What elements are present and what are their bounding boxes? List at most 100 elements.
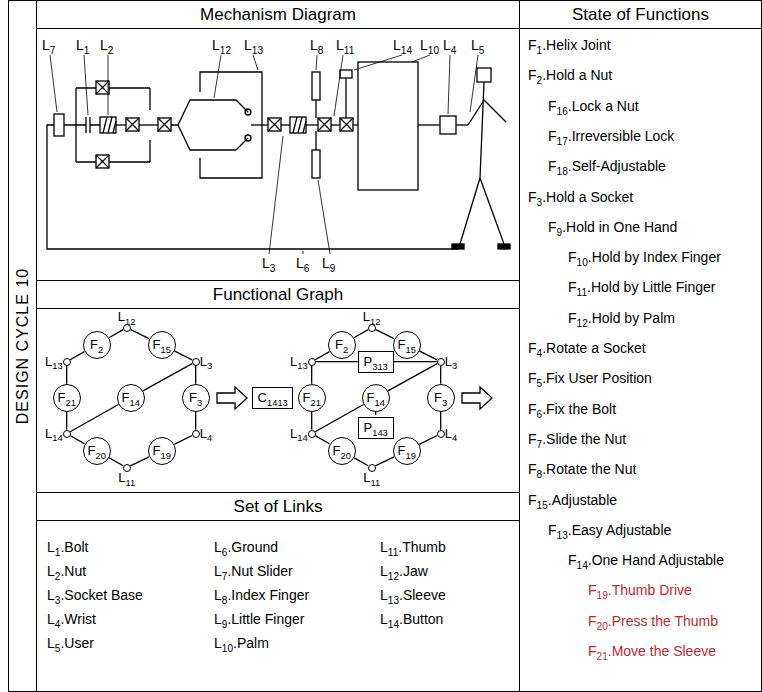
- graph-edge: [354, 458, 368, 466]
- function-label: F20: [333, 444, 351, 458]
- panel-heading: Mechanism Diagram: [37, 1, 519, 29]
- graph-vertex: L13: [63, 358, 71, 366]
- link-item: L1.Bolt: [47, 539, 88, 555]
- operation-box: C1413: [252, 387, 293, 409]
- graph-edge: [375, 329, 394, 338]
- link-item: L9.Little Finger: [214, 611, 304, 627]
- link-item: L12.Jaw: [380, 563, 428, 579]
- function-label: F14: [367, 391, 385, 405]
- graph-edge: [130, 329, 149, 338]
- vertex-label: L11: [118, 471, 135, 486]
- cycle-label: DESIGN CYCLE 10: [13, 268, 31, 424]
- callout-label: L11: [336, 37, 354, 53]
- function-item: F9.Hold in One Hand: [548, 219, 677, 235]
- panel-heading: Functional Graph: [37, 281, 519, 309]
- operation-box: P313: [358, 351, 394, 373]
- graph-edge: [70, 405, 118, 432]
- vertex-label: L3: [200, 354, 212, 369]
- function-label: F20: [88, 444, 106, 458]
- graph-edge: [70, 352, 84, 360]
- graph-vertex: L14: [63, 430, 71, 438]
- graph-vertex: L11: [368, 464, 376, 472]
- function-node: F14: [362, 384, 390, 412]
- vertex-label: L4: [445, 426, 457, 441]
- graph-edge: [130, 457, 149, 466]
- graph-vertex: L3: [192, 358, 200, 366]
- graph-edge: [419, 435, 437, 444]
- callout-label: L14: [393, 37, 412, 53]
- callout-label: L13: [244, 37, 263, 53]
- graph-edge: [375, 457, 394, 466]
- graph-edge: [354, 330, 368, 338]
- callout-label: L6: [296, 255, 309, 271]
- function-label: F14: [122, 391, 140, 405]
- graph-edge: [174, 351, 192, 360]
- vertex-label: L12: [363, 310, 381, 325]
- function-item: F13.Easy Adjustable: [548, 522, 671, 538]
- graph-vertex: L12: [123, 324, 131, 332]
- graph-vertex: L4: [192, 430, 200, 438]
- function-item: F21.Move the Sleeve: [588, 643, 716, 659]
- function-node: F19: [393, 437, 421, 465]
- function-item: F5.Fix User Position: [528, 370, 652, 386]
- function-label: F21: [58, 391, 76, 405]
- function-item: F18.Self-Adjustable: [548, 158, 666, 174]
- function-label: F19: [398, 444, 416, 458]
- function-item: F19.Thumb Drive: [588, 582, 692, 598]
- link-item: L8.Index Finger: [214, 587, 309, 603]
- callout-label: L7: [42, 37, 55, 53]
- function-item: F1.Helix Joint: [528, 37, 611, 53]
- graph-edge: [315, 405, 363, 432]
- graph-edge: [66, 366, 67, 384]
- function-label: F2: [90, 338, 103, 352]
- graph-edge: [109, 458, 123, 466]
- function-node: F14: [117, 384, 145, 412]
- function-item: F11.Hold by Little Finger: [568, 279, 715, 295]
- graph-edge: [195, 366, 196, 384]
- graph-edge: [419, 351, 437, 360]
- callout-label: L4: [443, 37, 456, 53]
- function-label: F2: [335, 338, 348, 352]
- link-item: L3.Socket Base: [47, 587, 143, 603]
- graph-panel: Functional GraphL12L13L3L14L4L11F2F15F21…: [36, 280, 520, 493]
- link-item: L14.Button: [380, 611, 443, 627]
- callout-label: L3: [262, 255, 275, 271]
- callout-label: L9: [322, 255, 335, 271]
- function-item: F8.Rotate the Nut: [528, 461, 636, 477]
- callout-label: L10: [420, 37, 439, 53]
- leader-lines: [50, 55, 478, 254]
- graph-edge: [315, 352, 329, 360]
- graph-vertex: L13: [308, 358, 316, 366]
- link-item: L5.User: [47, 635, 94, 651]
- callout-label: L12: [212, 37, 231, 53]
- function-item: F4.Rotate a Socket: [528, 340, 646, 356]
- function-node: F15: [393, 331, 421, 359]
- function-node: F20: [328, 437, 356, 465]
- graph-edge: [316, 361, 358, 362]
- function-node: F20: [83, 437, 111, 465]
- function-node: F3: [182, 384, 210, 412]
- function-node: F21: [53, 384, 81, 412]
- function-item: F16.Lock a Nut: [548, 98, 639, 114]
- graph-vertex: L14: [308, 430, 316, 438]
- link-item: L13.Sleeve: [380, 587, 446, 603]
- graph-edge: [440, 412, 441, 430]
- panel-heading: State of Functions: [520, 1, 761, 29]
- function-item: F15.Adjustable: [528, 492, 617, 508]
- graph-edge: [174, 435, 192, 444]
- function-node: F3: [427, 384, 455, 412]
- link-item: L6.Ground: [214, 539, 278, 555]
- link-item: L11.Thumb: [380, 539, 446, 555]
- function-label: F19: [153, 444, 171, 458]
- vertex-label: L13: [290, 354, 308, 369]
- function-node: F2: [83, 331, 111, 359]
- function-item: F17.Irreversible Lock: [548, 128, 674, 144]
- graph-edge: [311, 366, 312, 384]
- functions-panel: State of FunctionsF1.Helix JointF2.Hold …: [519, 0, 762, 692]
- graph-vertex: L12: [368, 324, 376, 332]
- link-item: L2.Nut: [47, 563, 86, 579]
- vertex-label: L14: [290, 426, 308, 441]
- operation-label: C1413: [258, 391, 288, 405]
- function-item: F14.One Hand Adjustable: [568, 552, 724, 568]
- graph-edge: [143, 364, 192, 391]
